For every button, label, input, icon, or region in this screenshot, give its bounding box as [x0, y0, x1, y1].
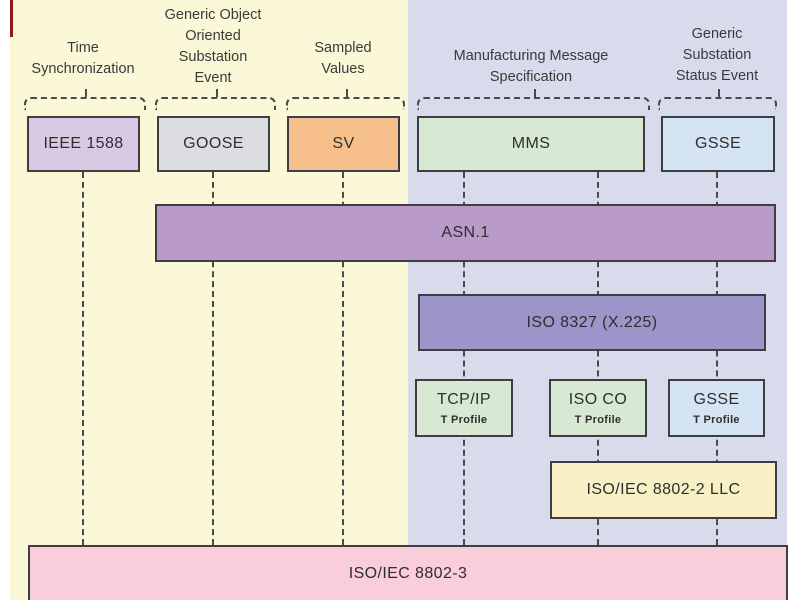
box-mms-label: MMS	[511, 135, 551, 152]
box-iso-iec-8802-3: ISO/IEC 8802-3	[28, 545, 788, 600]
box-ieee-1588: IEEE 1588	[27, 116, 140, 172]
bracket-sampled-values	[286, 89, 405, 110]
box-sv: SV	[287, 116, 400, 172]
box-mms: MMS	[417, 116, 645, 172]
dashed-connector-ieee-1588	[82, 172, 84, 545]
dashed-connector-iso-co	[597, 172, 599, 545]
box-iso-8327-label: ISO 8327 (X.225)	[526, 313, 658, 331]
box-gsse-tprofile: GSSE T Profile	[668, 379, 765, 437]
box-gsse-tprofile-label: GSSE	[693, 390, 740, 408]
bracket-center-tick	[215, 89, 218, 97]
box-iso-iec-8802-3-label: ISO/IEC 8802-3	[348, 565, 468, 582]
box-iso-co-label: ISO CO	[568, 390, 628, 408]
box-tcpip-sublabel: T Profile	[440, 413, 488, 426]
box-asn1-label: ASN.1	[441, 224, 490, 241]
box-tcpip: TCP/IP T Profile	[415, 379, 513, 437]
bracket-mms	[417, 89, 650, 110]
bracket-center-tick	[533, 89, 536, 97]
box-gsse-top: GSSE	[661, 116, 775, 172]
box-tcpip-label: TCP/IP	[437, 390, 491, 408]
bracket-center-tick	[717, 89, 720, 97]
box-iso-iec-8802-2-llc: ISO/IEC 8802-2 LLC	[550, 461, 777, 519]
box-gsse-tprofile-sublabel: T Profile	[693, 413, 740, 426]
box-asn1: ASN.1	[155, 204, 776, 262]
label-generic-object-oriented-substation-event: Generic Object Oriented Substation Event	[164, 7, 262, 86]
bracket-goose	[155, 89, 276, 110]
bracket-center-tick	[85, 89, 87, 97]
red-marker-line	[10, 0, 13, 37]
box-sv-label: SV	[332, 135, 355, 152]
bracket-time-synchronization	[24, 89, 146, 110]
dashed-connector-gsse	[716, 172, 718, 545]
box-goose: GOOSE	[157, 116, 270, 172]
label-generic-substation-status-event: Generic Substation Status Event	[675, 26, 759, 84]
bracket-gsse	[658, 89, 777, 110]
box-iso-8327: ISO 8327 (X.225)	[418, 294, 766, 351]
bracket-center-tick	[345, 89, 348, 97]
label-manufacturing-message-specification: Manufacturing Message Specification	[453, 48, 609, 85]
dashed-connector-tcpip	[463, 172, 465, 545]
box-iso-iec-8802-2-llc-label: ISO/IEC 8802-2 LLC	[586, 481, 741, 498]
dashed-connector-sv	[342, 172, 344, 545]
label-time-synchronization: Time Synchronization	[31, 40, 135, 77]
box-iso-co: ISO CO T Profile	[549, 379, 647, 437]
label-sampled-values: Sampled Values	[314, 40, 372, 77]
box-goose-label: GOOSE	[183, 135, 244, 152]
left-region-background	[10, 0, 408, 600]
dashed-connector-goose	[212, 172, 214, 545]
box-gsse-top-label: GSSE	[694, 135, 742, 152]
box-iso-co-sublabel: T Profile	[574, 413, 622, 426]
box-ieee-1588-label: IEEE 1588	[43, 135, 124, 152]
